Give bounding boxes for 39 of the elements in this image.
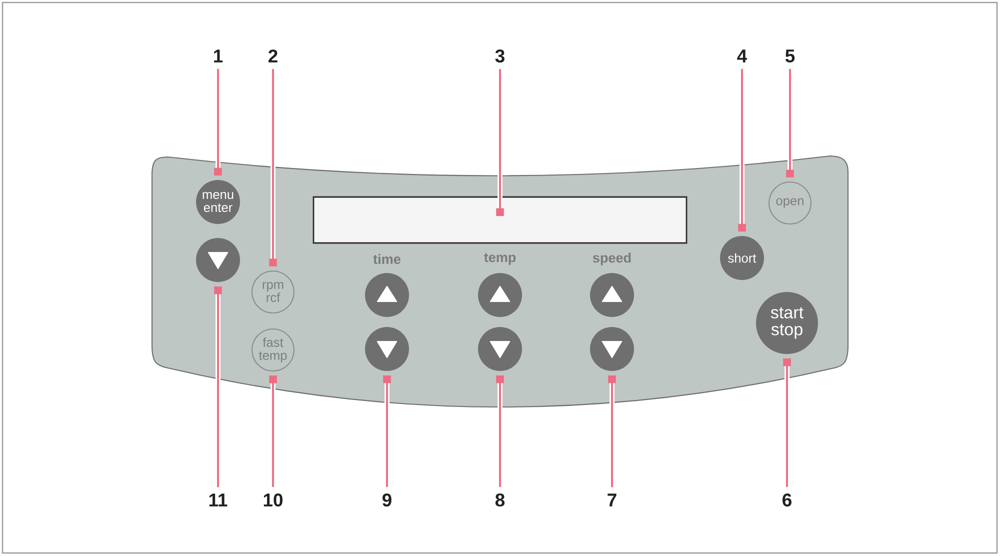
column-label: temp (484, 253, 516, 265)
column-label: time (373, 254, 400, 264)
leader-line (214, 68, 222, 176)
callout-number: 9 (382, 493, 392, 507)
leader-line (738, 68, 746, 232)
round-button: rpm rcf (251, 270, 295, 314)
leader-line (608, 375, 616, 488)
leader-line (496, 375, 504, 487)
callout-number: 11 (209, 494, 228, 506)
callout-number: 1 (214, 50, 223, 62)
up-arrow-button (590, 273, 634, 317)
leader-line (783, 358, 791, 487)
callout-number: 8 (495, 493, 505, 507)
callout-number: 3 (495, 49, 504, 63)
display-window (312, 196, 688, 244)
down-arrow-button (590, 327, 634, 371)
callout-number: 7 (608, 494, 616, 506)
leader-line (383, 375, 391, 487)
leader-line (269, 376, 277, 487)
leader-line (786, 68, 794, 178)
callout-number: 10 (264, 493, 283, 507)
up-arrow-button (365, 273, 409, 317)
down-arrow-button (196, 238, 240, 282)
down-arrow-button (365, 327, 409, 371)
round-button: menu enter (196, 180, 240, 224)
callout-number: 2 (268, 50, 278, 62)
callout-number: 6 (782, 493, 792, 507)
leader-line (496, 69, 504, 216)
round-button: fast temp (251, 328, 295, 372)
round-button: short (720, 236, 764, 280)
callout-number: 4 (737, 50, 748, 62)
round-button: open (768, 181, 812, 225)
leader-line (269, 68, 277, 266)
down-arrow-button (478, 327, 522, 371)
callout-number: 5 (785, 50, 795, 62)
up-arrow-button (478, 273, 522, 317)
leader-line (214, 286, 222, 488)
column-label: speed (592, 252, 631, 266)
round-button: start stop (756, 292, 818, 354)
